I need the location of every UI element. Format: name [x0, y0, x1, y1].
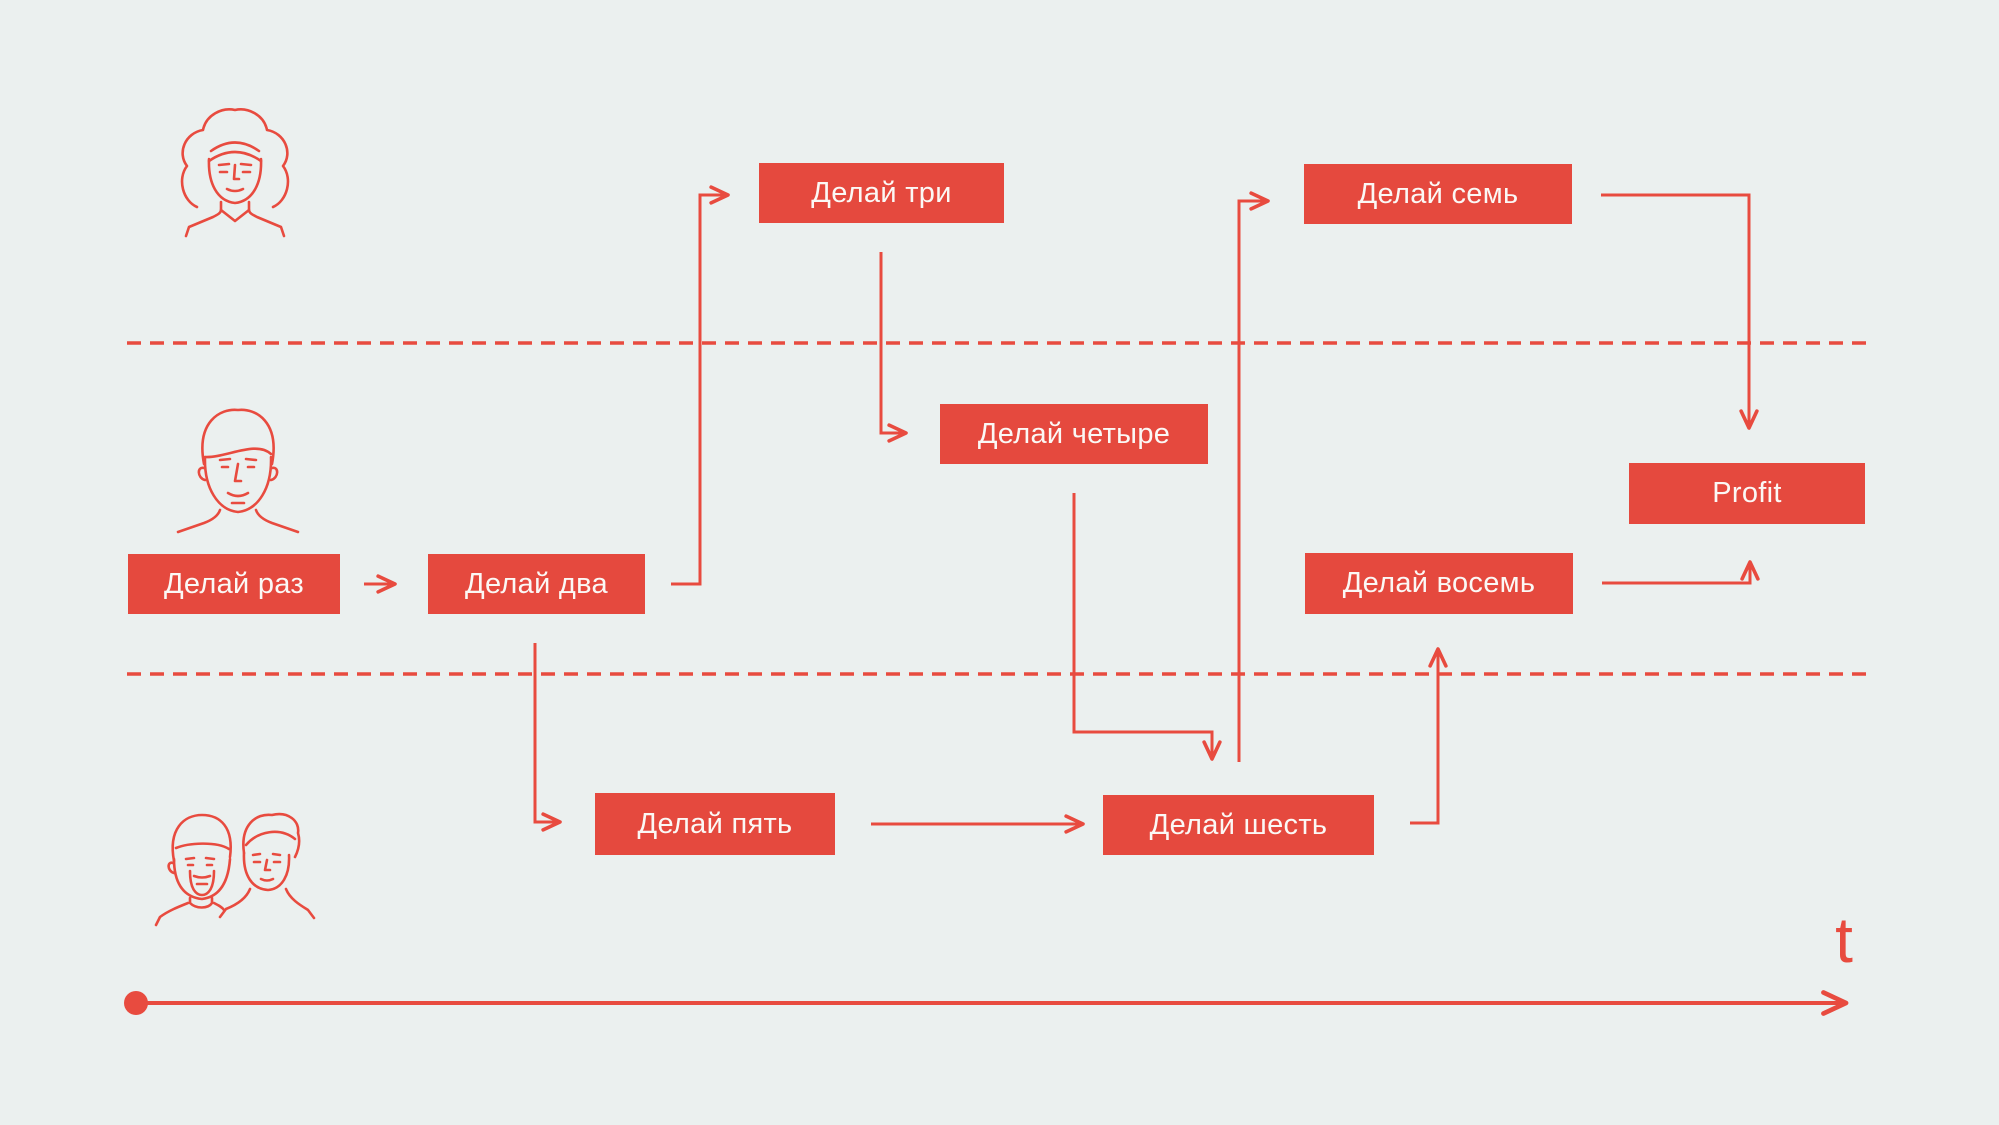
flow-node-step-8: Делай восемь — [1305, 553, 1573, 614]
flow-node-step-5: Делай пять — [595, 793, 835, 855]
connector-step6-step8 — [1410, 647, 1448, 825]
flow-node-step-1: Делай раз — [128, 554, 340, 614]
connector-step4-step6 — [1072, 493, 1222, 761]
connector-step7-profit — [1601, 193, 1759, 430]
flow-node-step-6: Делай шесть — [1103, 795, 1374, 855]
flow-node-step-4: Делай четыре — [940, 404, 1208, 464]
couple-icon — [154, 812, 316, 927]
flow-node-step-7: Делай семь — [1304, 164, 1572, 224]
man-icon — [176, 408, 300, 534]
flow-node-step-3: Делай три — [759, 163, 1004, 223]
flow-node-profit: Profit — [1629, 463, 1865, 524]
connector-step2-step5 — [533, 643, 562, 832]
time-axis-label: t — [1835, 904, 1853, 976]
woman-icon — [180, 108, 290, 238]
connector-step2-step3 — [671, 185, 730, 586]
connector-step8-profit — [1602, 560, 1760, 585]
flow-node-step-2: Делай два — [428, 554, 645, 614]
connector-step6-step7 — [1237, 191, 1270, 762]
connector-step3-step4 — [879, 252, 908, 443]
